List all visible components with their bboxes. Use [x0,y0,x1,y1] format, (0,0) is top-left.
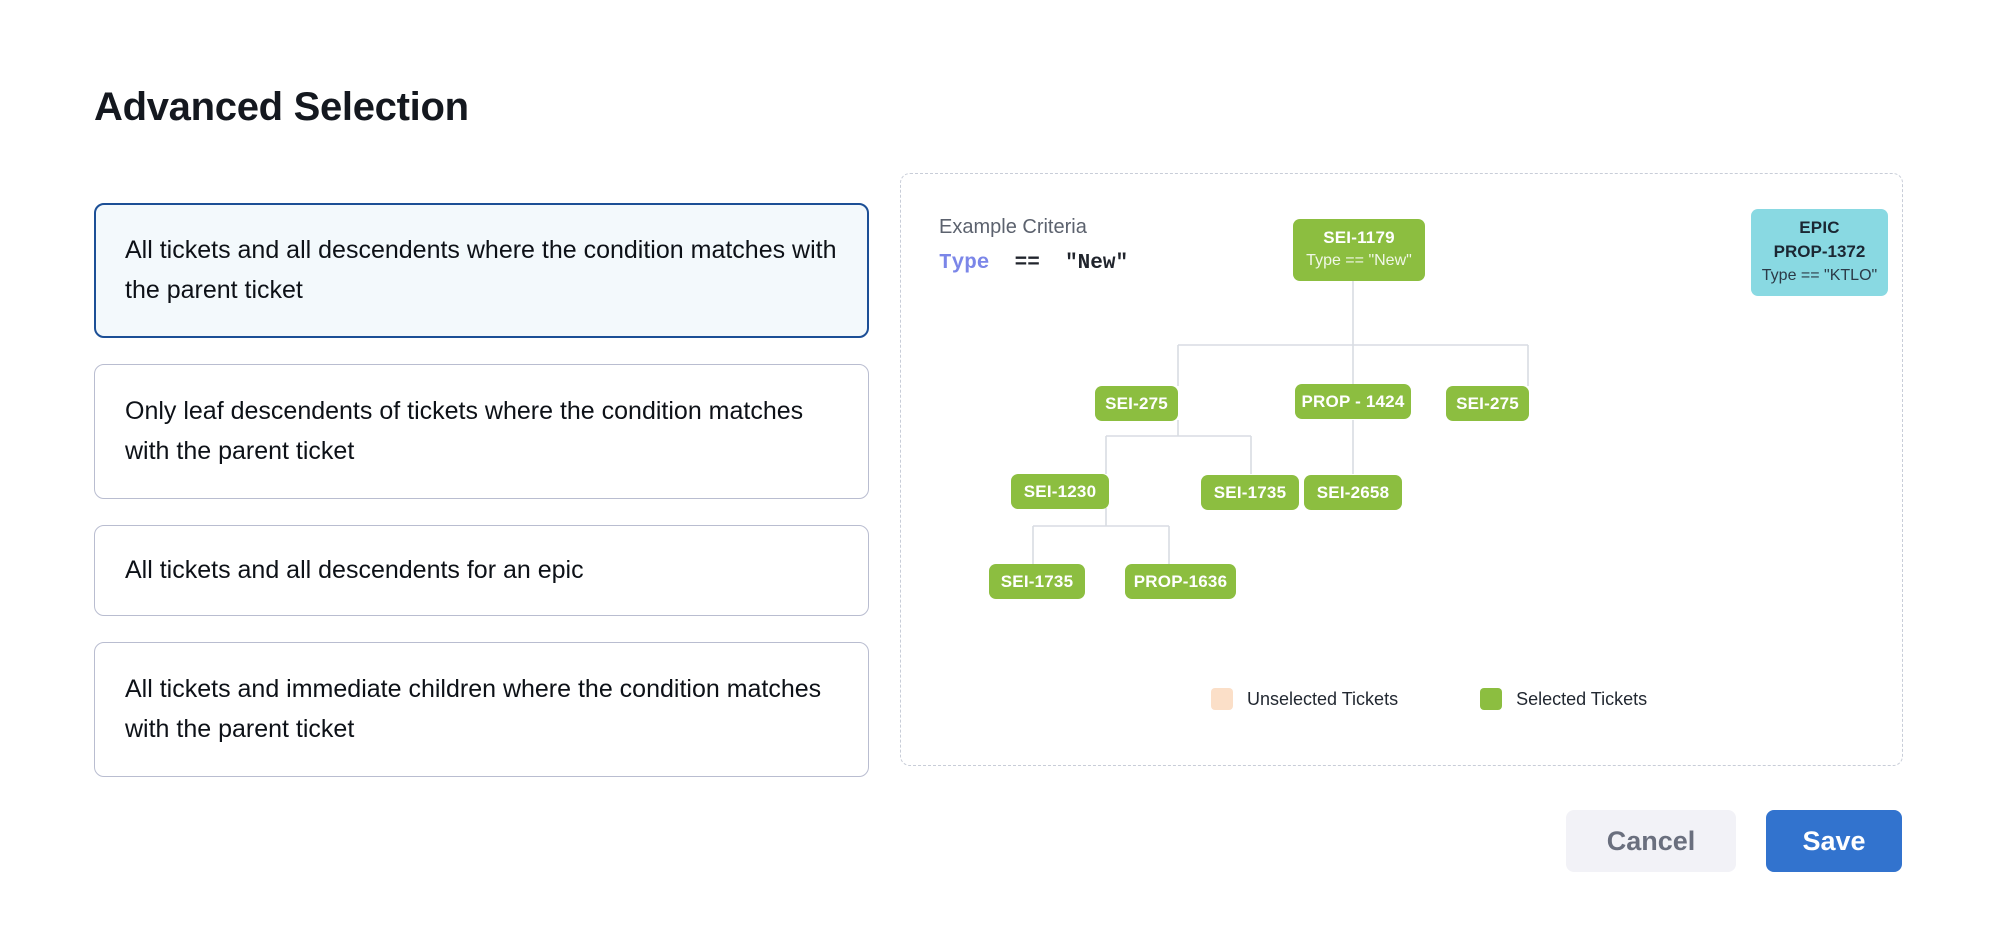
legend-label: Selected Tickets [1516,688,1648,709]
legend-item-unselected: Unselected Tickets [1211,688,1398,710]
option-label: All tickets and all descendents where th… [125,236,837,304]
tree-node-title: PROP - 1424 [1301,391,1405,411]
selection-options-list: All tickets and all descendents where th… [94,203,869,803]
criteria-expression: Type == "New" [939,252,1128,275]
tree-node-root[interactable]: SEI-1179 Type == "New" [1293,219,1425,281]
tree-node-kicker: EPIC [1799,218,1840,237]
tree-node-grandchild-b[interactable]: SEI-1735 [1201,475,1299,510]
option-card-leaf-descendents[interactable]: Only leaf descendents of tickets where t… [94,364,869,499]
criteria-operator-token: == [1014,252,1040,275]
legend-swatch-unselected [1211,688,1233,710]
tree-node-subtitle: Type == "New" [1306,252,1412,269]
legend-swatch-selected [1480,688,1503,710]
tree-node-title: SEI-1230 [1023,481,1097,501]
tree-node-grandchild-a[interactable]: SEI-1230 [1011,474,1109,509]
option-label: Only leaf descendents of tickets where t… [125,397,804,465]
tree-node-subtitle: Type == "KTLO" [1761,267,1878,284]
option-card-all-descendents[interactable]: All tickets and all descendents where th… [94,203,869,338]
legend-item-selected: Selected Tickets [1480,688,1647,710]
page-title: Advanced Selection [94,84,469,129]
dialog-footer: Cancel Save [1566,810,1902,872]
tree-node-leaf-a[interactable]: SEI-1735 [989,564,1085,599]
legend-label: Unselected Tickets [1247,688,1399,709]
criteria-label: Example Criteria [939,216,1087,238]
cancel-button[interactable]: Cancel [1566,810,1736,872]
tree-node-child-c[interactable]: SEI-275 [1446,386,1529,421]
save-button[interactable]: Save [1766,810,1902,872]
tree-node-title: SEI-1735 [1000,571,1074,591]
example-diagram-panel: Example Criteria Type == "New" [900,173,1903,766]
tree-node-title: PROP-1372 [1773,242,1866,261]
option-label: All tickets and all descendents for an e… [125,556,584,584]
ticket-tree: SEI-1179 Type == "New" EPIC PROP-1372 Ty… [901,174,1904,767]
diagram-legend: Unselected Tickets Selected Tickets [1211,688,1647,710]
tree-node-title: SEI-1735 [1213,482,1287,502]
criteria-field-token: Type [939,252,990,275]
option-label: All tickets and immediate children where… [125,675,822,743]
option-card-immediate-children[interactable]: All tickets and immediate children where… [94,642,869,777]
tree-node-title: PROP-1636 [1133,571,1228,591]
tree-node-leaf-b[interactable]: PROP-1636 [1125,564,1236,599]
tree-node-child-a[interactable]: SEI-275 [1095,386,1178,421]
tree-node-child-b[interactable]: PROP - 1424 [1295,384,1411,419]
criteria-value-token: "New" [1065,252,1129,275]
tree-node-title: SEI-2658 [1316,482,1390,502]
option-card-epic-descendents[interactable]: All tickets and all descendents for an e… [94,525,869,616]
tree-node-grandchild-c[interactable]: SEI-2658 [1304,475,1402,510]
tree-node-title: SEI-1179 [1323,228,1395,247]
tree-node-title: SEI-275 [1105,393,1168,413]
tree-node-title: SEI-275 [1456,393,1519,413]
tree-connectors [1032,267,1529,564]
tree-node-epic[interactable]: EPIC PROP-1372 Type == "KTLO" [1751,209,1888,296]
